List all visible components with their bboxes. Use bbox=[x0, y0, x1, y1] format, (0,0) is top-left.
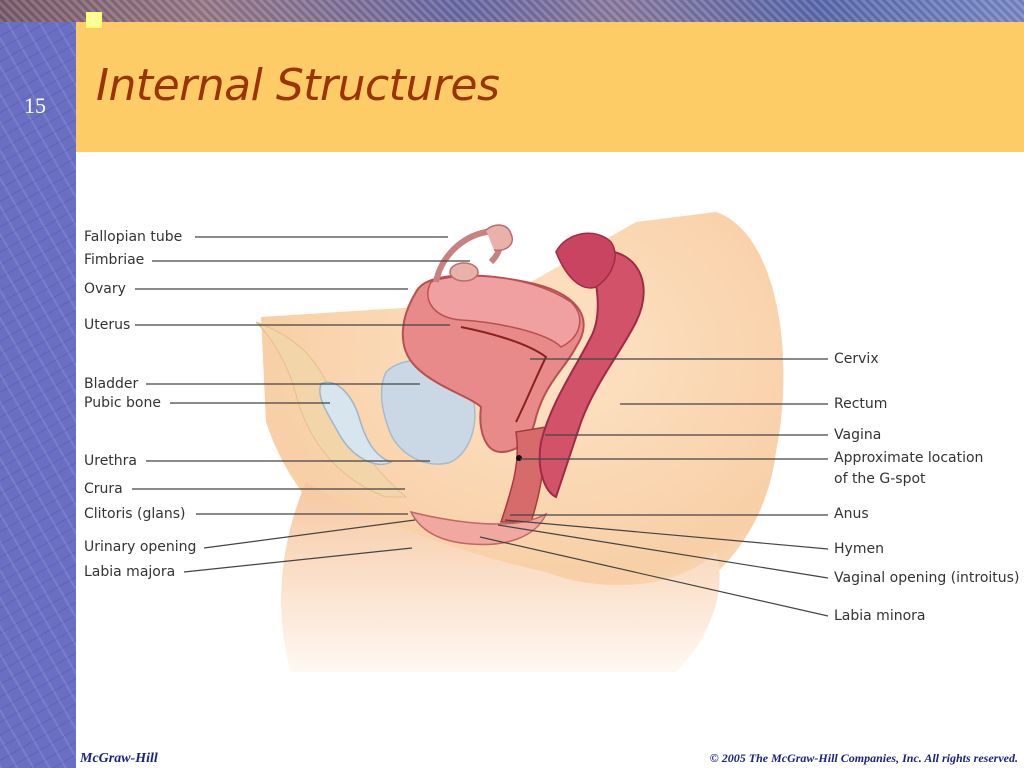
label-g-spot-line2: of the G-spot bbox=[834, 471, 926, 487]
label-rectum: Rectum bbox=[834, 396, 888, 412]
title-band bbox=[76, 22, 1024, 152]
label-vagina: Vagina bbox=[834, 427, 882, 443]
label-labia-majora: Labia majora bbox=[84, 564, 176, 580]
pubic-bone-shape bbox=[319, 381, 393, 466]
label-hymen: Hymen bbox=[834, 541, 884, 557]
label-crura: Crura bbox=[84, 481, 123, 497]
label-pubic-bone: Pubic bone bbox=[84, 395, 161, 411]
label-g-spot-line1: Approximate location bbox=[834, 450, 984, 466]
label-cervix: Cervix bbox=[834, 351, 879, 367]
fimbriae-shape bbox=[485, 224, 513, 252]
label-anus: Anus bbox=[834, 506, 869, 522]
label-ovary: Ovary bbox=[84, 281, 126, 297]
left-decorative-panel bbox=[0, 22, 76, 768]
slide-title: Internal Structures bbox=[96, 60, 500, 111]
label-clitoris: Clitoris (glans) bbox=[84, 506, 186, 522]
label-urinary-opening: Urinary opening bbox=[84, 539, 197, 555]
label-labia-minora: Labia minora bbox=[834, 608, 926, 624]
title-bullet bbox=[86, 12, 102, 28]
rectum-upper-loop bbox=[555, 232, 616, 289]
g-spot-marker bbox=[516, 455, 522, 461]
slide-number: 15 bbox=[24, 93, 46, 118]
label-fallopian-tube: Fallopian tube bbox=[84, 229, 183, 245]
uterine-cavity bbox=[460, 326, 548, 423]
anatomy-illustration bbox=[255, 212, 784, 672]
uterus-upper-fold bbox=[427, 275, 581, 348]
label-fimbriae: Fimbriae bbox=[84, 252, 145, 268]
footer-publisher: McGraw-Hill bbox=[80, 751, 158, 766]
footer-copyright: © 2005 The McGraw-Hill Companies, Inc. A… bbox=[709, 751, 1018, 765]
label-bladder: Bladder bbox=[84, 376, 139, 392]
label-uterus: Uterus bbox=[84, 317, 131, 333]
label-urethra: Urethra bbox=[84, 453, 138, 469]
top-decorative-strip bbox=[0, 0, 1024, 22]
ovary-shape bbox=[449, 262, 479, 282]
label-vaginal-opening: Vaginal opening (introitus) bbox=[834, 570, 1020, 586]
